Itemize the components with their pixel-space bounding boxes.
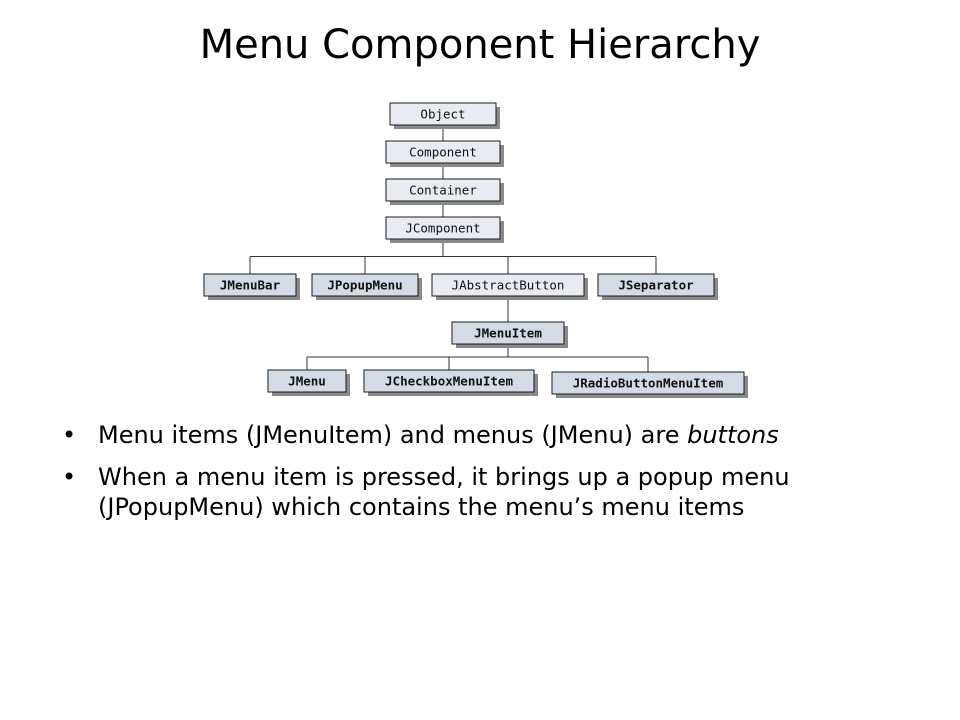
node-box: [389, 102, 497, 126]
node-label: JCheckboxMenuItem: [385, 374, 513, 389]
node-box: [597, 273, 715, 297]
node-box: [363, 369, 535, 393]
bullet-text: Menu items (JMenuItem) and menus (JMenu)…: [98, 421, 688, 449]
node-jmenubar: JMenuBar: [203, 273, 300, 300]
node-label: JMenuBar: [220, 278, 281, 293]
node-jcomponent: JComponent: [385, 216, 504, 243]
node-jcheckboxmenuitem: JCheckboxMenuItem: [363, 369, 538, 396]
page-title: Menu Component Hierarchy: [199, 22, 761, 68]
bullet-icon: •: [62, 463, 77, 491]
bullet-icon: •: [62, 421, 77, 449]
node-label: JAbstractButton: [452, 278, 565, 293]
node-box: [311, 273, 419, 297]
node-object: Object: [389, 102, 500, 129]
node-box: [431, 273, 585, 297]
node-label: JMenuItem: [474, 326, 542, 341]
node-jpopupmenu: JPopupMenu: [311, 273, 422, 300]
node-jmenuitem: JMenuItem: [451, 321, 568, 348]
node-jradiobuttonmenuitem: JRadioButtonMenuItem: [551, 371, 748, 398]
node-box: [385, 140, 501, 164]
node-label: Container: [409, 183, 477, 198]
node-label: Object: [420, 107, 465, 122]
node-component: Component: [385, 140, 504, 167]
node-label: JSeparator: [618, 278, 694, 293]
node-box: [385, 178, 501, 202]
node-box: [267, 369, 347, 393]
node-label: Component: [409, 145, 477, 160]
node-label: JComponent: [405, 221, 480, 236]
node-jmenu: JMenu: [267, 369, 350, 396]
node-container: Container: [385, 178, 504, 205]
node-jseparator: JSeparator: [597, 273, 718, 300]
bullet-emphasis: buttons: [687, 421, 779, 449]
node-jabstractbutton: JAbstractButton: [431, 273, 588, 300]
node-box: [385, 216, 501, 240]
bullet-list: • Menu items (JMenuItem) and menus (JMen…: [62, 420, 922, 534]
node-box: [203, 273, 297, 297]
node-box: [451, 321, 565, 345]
node-label: JMenu: [288, 374, 326, 389]
bullet-item-buttons: • Menu items (JMenuItem) and menus (JMen…: [62, 420, 922, 450]
bullet-text: When a menu item is pressed, it brings u…: [98, 463, 790, 521]
bullet-item-popup: • When a menu item is pressed, it brings…: [62, 462, 922, 522]
node-box: [551, 371, 745, 395]
node-label: JPopupMenu: [327, 278, 402, 293]
node-label: JRadioButtonMenuItem: [573, 376, 724, 391]
